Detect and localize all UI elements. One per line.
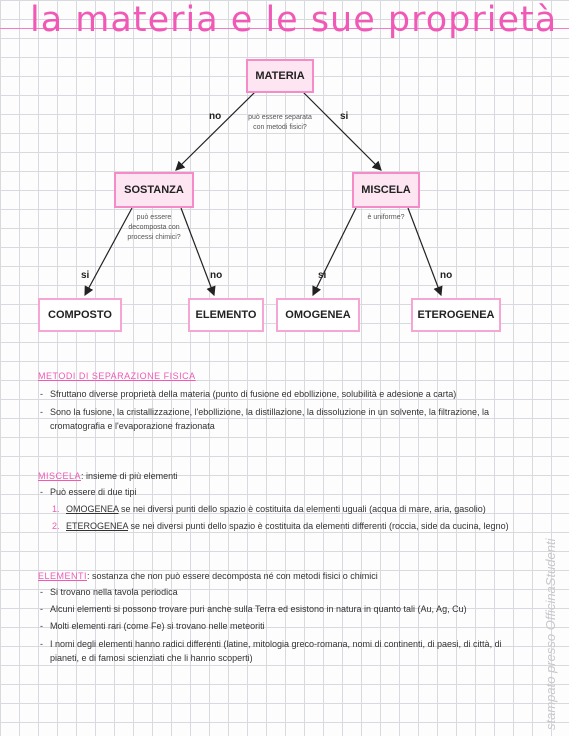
- question-sostanza-line: può essere: [136, 214, 172, 221]
- arrow-miscela-omogenea: [312, 207, 357, 297]
- elementi-bullet: Molti elementi rari (come Fe) si trovano…: [38, 618, 528, 635]
- miscela-bullet: Può essere di due tipi: [38, 484, 538, 501]
- item-term: ETEROGENEA: [66, 521, 129, 531]
- metodi-bullet: Sono la fusione, la cristallizzazione, l…: [38, 405, 538, 433]
- arrow-sostanza-composto: [84, 207, 133, 297]
- question-miscela: è uniforme?: [367, 214, 405, 221]
- label-si-miscela: si: [318, 270, 327, 281]
- miscela-item: 2. ETEROGENEA se nei diversi punti dello…: [38, 518, 538, 535]
- node-eterogenea: ETEROGENEA: [411, 298, 501, 332]
- question-root: può essere separata con metodi fisici?: [240, 113, 320, 133]
- node-miscela: MISCELA: [352, 172, 420, 208]
- elementi-heading: ELEMENTI: [38, 571, 88, 581]
- elementi-intro: sostanza che non può essere decomposta n…: [92, 571, 378, 581]
- label-no-sostanza: no: [210, 270, 223, 281]
- node-composto: COMPOSTO: [38, 298, 122, 332]
- miscela-colon: :: [81, 471, 84, 481]
- miscela-definition: MISCELA: insieme di più elementi: [38, 468, 538, 484]
- elementi-bullet: Si trovano nella tavola periodica: [38, 584, 528, 601]
- section-miscela: MISCELA: insieme di più elementi Può ess…: [38, 468, 538, 535]
- question-sostanza: può essere decomposta con processi chimi…: [118, 213, 190, 243]
- node-elemento: ELEMENTO: [188, 298, 264, 332]
- metodi-bullet: Sfruttano diverse proprietà della materi…: [38, 386, 538, 403]
- item-text: se nei diversi punti dello spazio è cost…: [130, 521, 509, 531]
- elementi-bullet: I nomi degli elementi hanno radici diffe…: [38, 637, 528, 665]
- node-omogenea: OMOGENEA: [276, 298, 360, 332]
- section-metodi: METODI DI SEPARAZIONE FISICA Sfruttano d…: [38, 368, 538, 433]
- item-text: se nei diversi punti dello spazio è cost…: [121, 504, 486, 514]
- label-no-miscela: no: [440, 270, 453, 281]
- node-sostanza: SOSTANZA: [114, 172, 194, 208]
- label-si-root: si: [340, 111, 349, 122]
- item-number: 2.: [52, 521, 60, 531]
- miscela-item: 1. OMOGENEA se nei diversi punti dello s…: [38, 501, 538, 518]
- question-root-line: con metodi fisici?: [253, 124, 307, 131]
- item-number: 1.: [52, 504, 60, 514]
- question-root-line: può essere separata: [248, 114, 312, 121]
- arrow-materia-miscela: [302, 91, 382, 171]
- elementi-colon: :: [87, 571, 90, 581]
- item-term: OMOGENEA: [66, 504, 119, 514]
- arrow-sostanza-elemento: [180, 207, 216, 297]
- label-si-sostanza: si: [81, 270, 90, 281]
- miscela-intro: insieme di più elementi: [86, 471, 178, 481]
- question-sostanza-line: decomposta con: [128, 224, 180, 231]
- watermark: stampato presso OfficinaStudenti: [543, 538, 558, 731]
- title-underline: [0, 28, 569, 29]
- elementi-definition: ELEMENTI: sostanza che non può essere de…: [38, 568, 528, 584]
- metodi-heading: METODI DI SEPARAZIONE FISICA: [38, 371, 196, 381]
- section-elementi: ELEMENTI: sostanza che non può essere de…: [38, 568, 528, 665]
- node-materia: MATERIA: [246, 59, 314, 93]
- label-no-root: no: [209, 111, 222, 122]
- arrow-materia-sostanza: [175, 91, 256, 171]
- miscela-heading: MISCELA: [38, 471, 82, 481]
- elementi-bullet: Alcuni elementi si possono trovare puri …: [38, 601, 528, 618]
- arrow-miscela-eterogenea: [407, 207, 443, 297]
- question-sostanza-line: processi chimici?: [127, 234, 181, 241]
- page-title: la materia e le sue proprietà: [30, 0, 558, 40]
